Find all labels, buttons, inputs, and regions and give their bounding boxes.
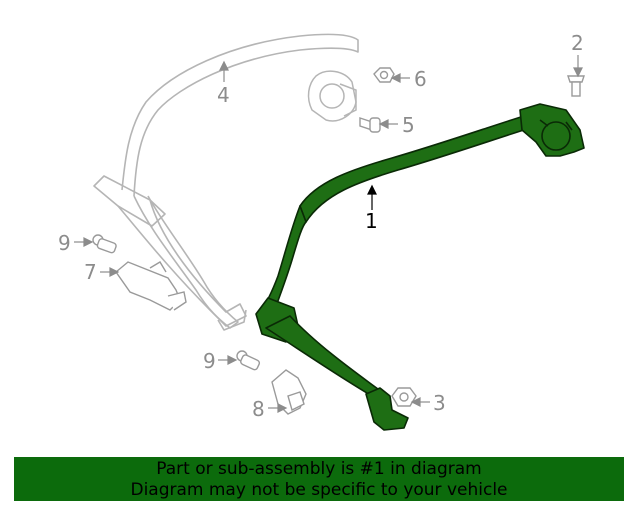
callout-6: 6 [414,67,427,91]
callout-5: 5 [402,113,415,137]
banner-line-2: Diagram may not be specific to your vehi… [130,480,508,500]
retractor-gray [307,70,357,122]
callout-3: 3 [433,391,446,415]
diagram-notice-banner: Part or sub-assembly is #1 in diagram Di… [14,457,624,501]
seat-belt-assembly-1 [255,103,585,431]
belt-outline-gray [93,33,359,331]
banner-line-1: Part or sub-assembly is #1 in diagram [156,459,482,479]
bolt-5 [359,117,381,133]
leader-lines [74,55,583,413]
callout-9-upper: 9 [58,231,71,255]
callout-7: 7 [84,260,97,284]
callout-4: 4 [217,83,230,107]
nut-3 [391,387,417,407]
bolt-9-lower [236,350,261,371]
parts-diagram [74,33,585,431]
callout-9-lower: 9 [203,349,216,373]
bolt-2 [567,75,585,97]
callout-8: 8 [252,397,265,421]
nut-6 [373,67,395,83]
buckle-7 [115,261,187,311]
bolt-9-upper [92,234,117,254]
callout-2: 2 [571,31,584,55]
callout-1: 1 [365,209,378,233]
